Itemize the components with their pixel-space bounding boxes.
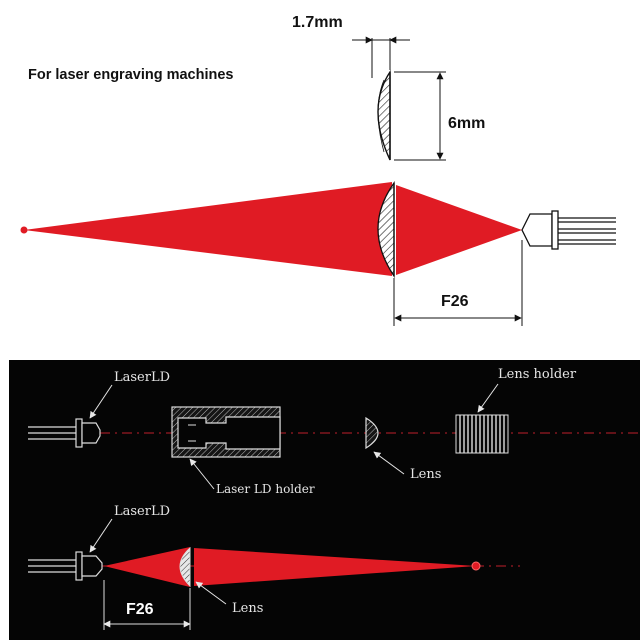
focal-dimension-2: F26 xyxy=(103,580,191,630)
diameter-dimension: 6mm xyxy=(394,71,485,161)
label-lens-2: Lens xyxy=(232,601,263,616)
lens-1 xyxy=(365,416,379,450)
focal-point xyxy=(20,226,28,234)
label-ld-holder: Laser LD holder xyxy=(216,482,315,496)
label-laser-ld-2: LaserLD xyxy=(114,504,170,519)
lens-2 xyxy=(179,546,191,588)
beam-diode-to-lens xyxy=(104,547,190,587)
laser-diode-1 xyxy=(28,418,101,448)
focused-beam xyxy=(24,182,392,276)
diode-beam xyxy=(396,185,522,275)
focal-label: F26 xyxy=(441,293,469,310)
bottom-panel-bg xyxy=(9,360,640,640)
lens-detail xyxy=(377,69,391,161)
focal-dimension: F26 xyxy=(393,240,523,326)
pointer-ld-holder xyxy=(189,458,215,490)
thickness-label: 1.7mm xyxy=(292,14,343,31)
laser-ld-holder xyxy=(171,406,281,458)
caption: For laser engraving machines xyxy=(28,67,234,83)
label-lens-1: Lens xyxy=(410,467,441,482)
lens-holder xyxy=(455,414,509,454)
bottom-panel: LaserLD Laser LD holder Lens xyxy=(9,360,640,640)
pointer-lens-2 xyxy=(195,581,227,605)
laser-diode xyxy=(521,210,616,250)
top-panel: For laser engraving machines 1.7mm 6mm xyxy=(20,14,616,326)
thickness-dimension: 1.7mm xyxy=(292,14,410,78)
label-laser-ld-1: LaserLD xyxy=(114,370,170,385)
pointer-lens-1 xyxy=(373,451,405,475)
laser-diode-2 xyxy=(28,551,103,581)
pointer-laser-ld-2 xyxy=(89,518,113,553)
label-focal-2: F26 xyxy=(126,601,154,618)
label-lens-holder: Lens holder xyxy=(498,367,577,382)
beam-lens-to-focus xyxy=(194,548,476,586)
lens-in-beam xyxy=(377,180,395,279)
focus-point-2 xyxy=(471,561,481,571)
pointer-laser-ld-1 xyxy=(89,384,113,419)
diameter-label: 6mm xyxy=(448,115,485,132)
pointer-lens-holder xyxy=(477,383,499,413)
